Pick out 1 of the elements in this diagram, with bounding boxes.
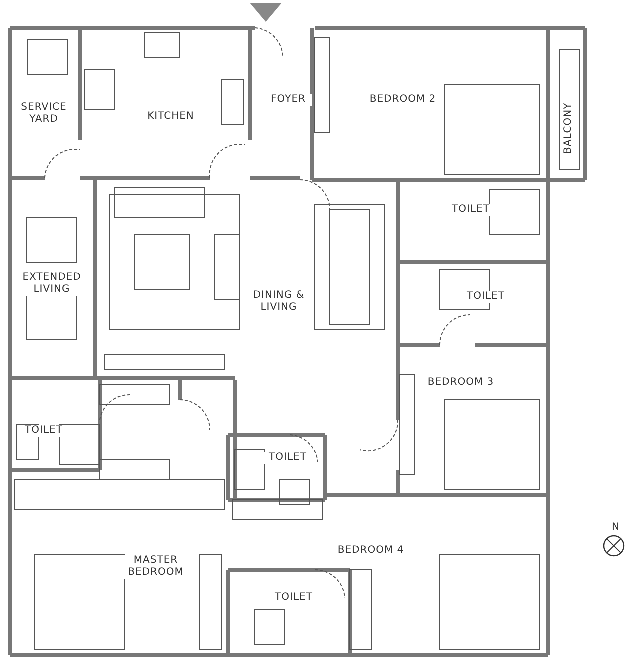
room-label: TOILET: [18, 425, 70, 437]
